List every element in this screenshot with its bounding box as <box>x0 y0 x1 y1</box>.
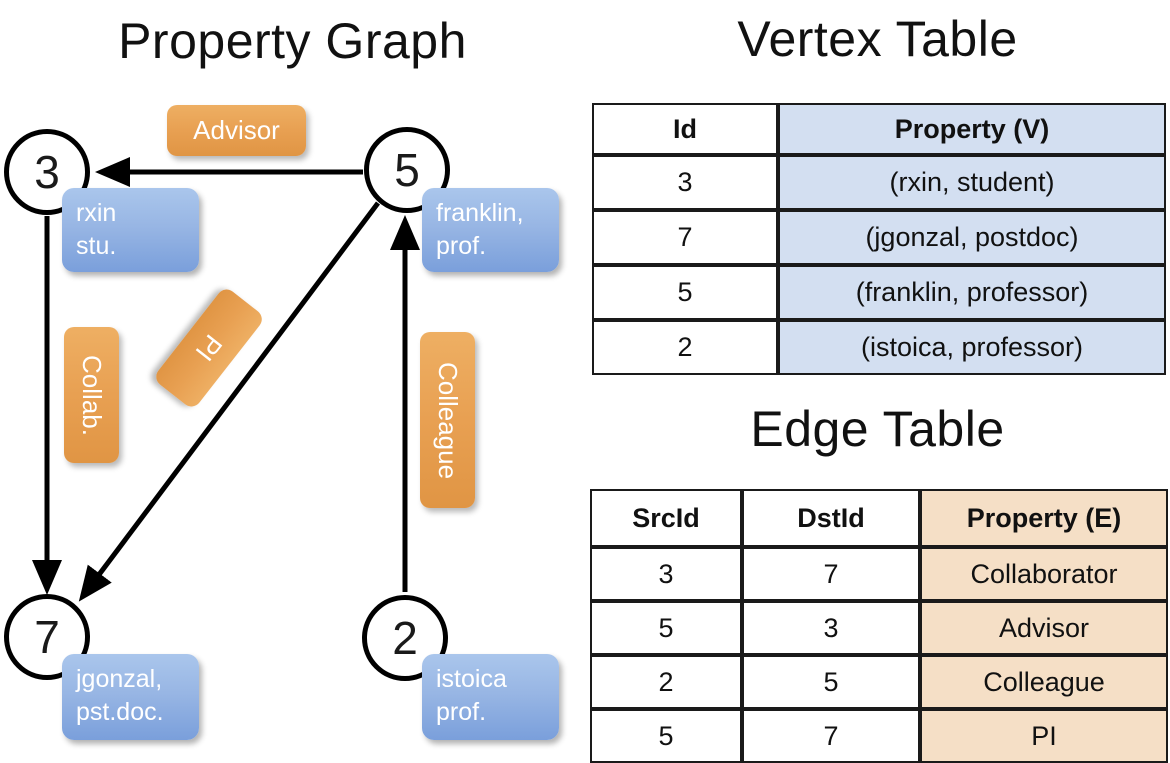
edge-cell-srcid: 5 <box>590 709 742 763</box>
edge-cell-property: Collaborator <box>920 547 1168 601</box>
node-property-5-name: franklin, <box>436 199 524 227</box>
edge-table-header-row: SrcId DstId Property (E) <box>590 489 1168 547</box>
edge-cell-dstid: 7 <box>742 709 920 763</box>
graph-node-5: 5 <box>364 127 450 213</box>
vertex-cell-property: (jgonzal, postdoc) <box>778 210 1166 265</box>
node-property-3-name: rxin <box>76 199 117 227</box>
vertex-table-header-row: Id Property (V) <box>592 103 1166 155</box>
edge-label-pi-text: PI <box>190 329 229 368</box>
node-property-2-name: istoica <box>436 665 507 693</box>
graph-edges-layer <box>32 157 420 602</box>
edge-cell-srcid: 2 <box>590 655 742 709</box>
edge-arrow-pi <box>78 201 380 602</box>
edge-cell-srcid: 3 <box>590 547 742 601</box>
edge-cell-dstid: 7 <box>742 547 920 601</box>
vertex-cell-property: (istoica, professor) <box>778 320 1166 375</box>
node-property-5-role: prof. <box>436 231 487 260</box>
edge-cell-dstid: 5 <box>742 655 920 709</box>
node-property-box-3: rxin stu. <box>62 188 199 272</box>
page-title-edge-table: Edge Table <box>750 401 1005 457</box>
vertex-cell-id: 7 <box>592 210 778 265</box>
graph-node-5-id: 5 <box>394 144 420 196</box>
graph-node-7-id: 7 <box>34 611 60 663</box>
table-row: 2 5 Colleague <box>590 655 1168 709</box>
table-row: 5 7 PI <box>590 709 1168 763</box>
edge-cell-property: Colleague <box>920 655 1168 709</box>
node-property-2-role: prof. <box>436 697 487 726</box>
edge-label-colleague-text: Colleague <box>433 361 463 479</box>
node-property-3-role: stu. <box>76 231 117 260</box>
edge-label-advisor-text: Advisor <box>193 115 280 145</box>
edge-cell-property: PI <box>920 709 1168 763</box>
edge-table-header-property: Property (E) <box>920 489 1168 547</box>
table-row: 2 (istoica, professor) <box>592 320 1166 375</box>
edge-table-header-dstid: DstId <box>742 489 920 547</box>
graph-node-2: 2 <box>362 595 448 681</box>
table-row: 3 7 Collaborator <box>590 547 1168 601</box>
edge-label-advisor: Advisor <box>167 105 306 156</box>
table-row: 5 3 Advisor <box>590 601 1168 655</box>
edge-label-colleague: Colleague <box>420 332 475 508</box>
page-title-vertex-table: Vertex Table <box>737 11 1018 67</box>
table-row: 7 (jgonzal, postdoc) <box>592 210 1166 265</box>
node-property-box-5: franklin, prof. <box>422 188 559 272</box>
vertex-cell-property: (franklin, professor) <box>778 265 1166 320</box>
node-property-box-2: istoica prof. <box>422 654 559 740</box>
node-property-7-name: jgonzal, <box>76 665 163 693</box>
edge-table-header-srcid: SrcId <box>590 489 742 547</box>
graph-node-3-id: 3 <box>34 146 60 198</box>
vertex-table: Id Property (V) 3 (rxin, student) 7 (jgo… <box>592 103 1166 375</box>
vertex-cell-id: 3 <box>592 155 778 210</box>
edge-table: SrcId DstId Property (E) 3 7 Collaborato… <box>590 489 1168 763</box>
edge-cell-srcid: 5 <box>590 601 742 655</box>
page-title-property-graph: Property Graph <box>118 13 467 69</box>
vertex-cell-id: 5 <box>592 265 778 320</box>
edge-label-collab-text: Collab. <box>77 354 107 436</box>
edge-cell-property: Advisor <box>920 601 1168 655</box>
edge-cell-dstid: 3 <box>742 601 920 655</box>
edge-label-collab: Collab. <box>64 327 119 463</box>
vertex-table-header-property: Property (V) <box>778 103 1166 155</box>
node-property-box-7: jgonzal, pst.doc. <box>62 654 199 740</box>
property-graph-panel: Property Graph Advisor Collab. PI Collea… <box>0 0 585 760</box>
vertex-cell-property: (rxin, student) <box>778 155 1166 210</box>
graph-node-2-id: 2 <box>392 612 418 664</box>
table-row: 3 (rxin, student) <box>592 155 1166 210</box>
vertex-cell-id: 2 <box>592 320 778 375</box>
table-row: 5 (franklin, professor) <box>592 265 1166 320</box>
node-property-7-role: pst.doc. <box>76 697 164 726</box>
vertex-table-header-id: Id <box>592 103 778 155</box>
